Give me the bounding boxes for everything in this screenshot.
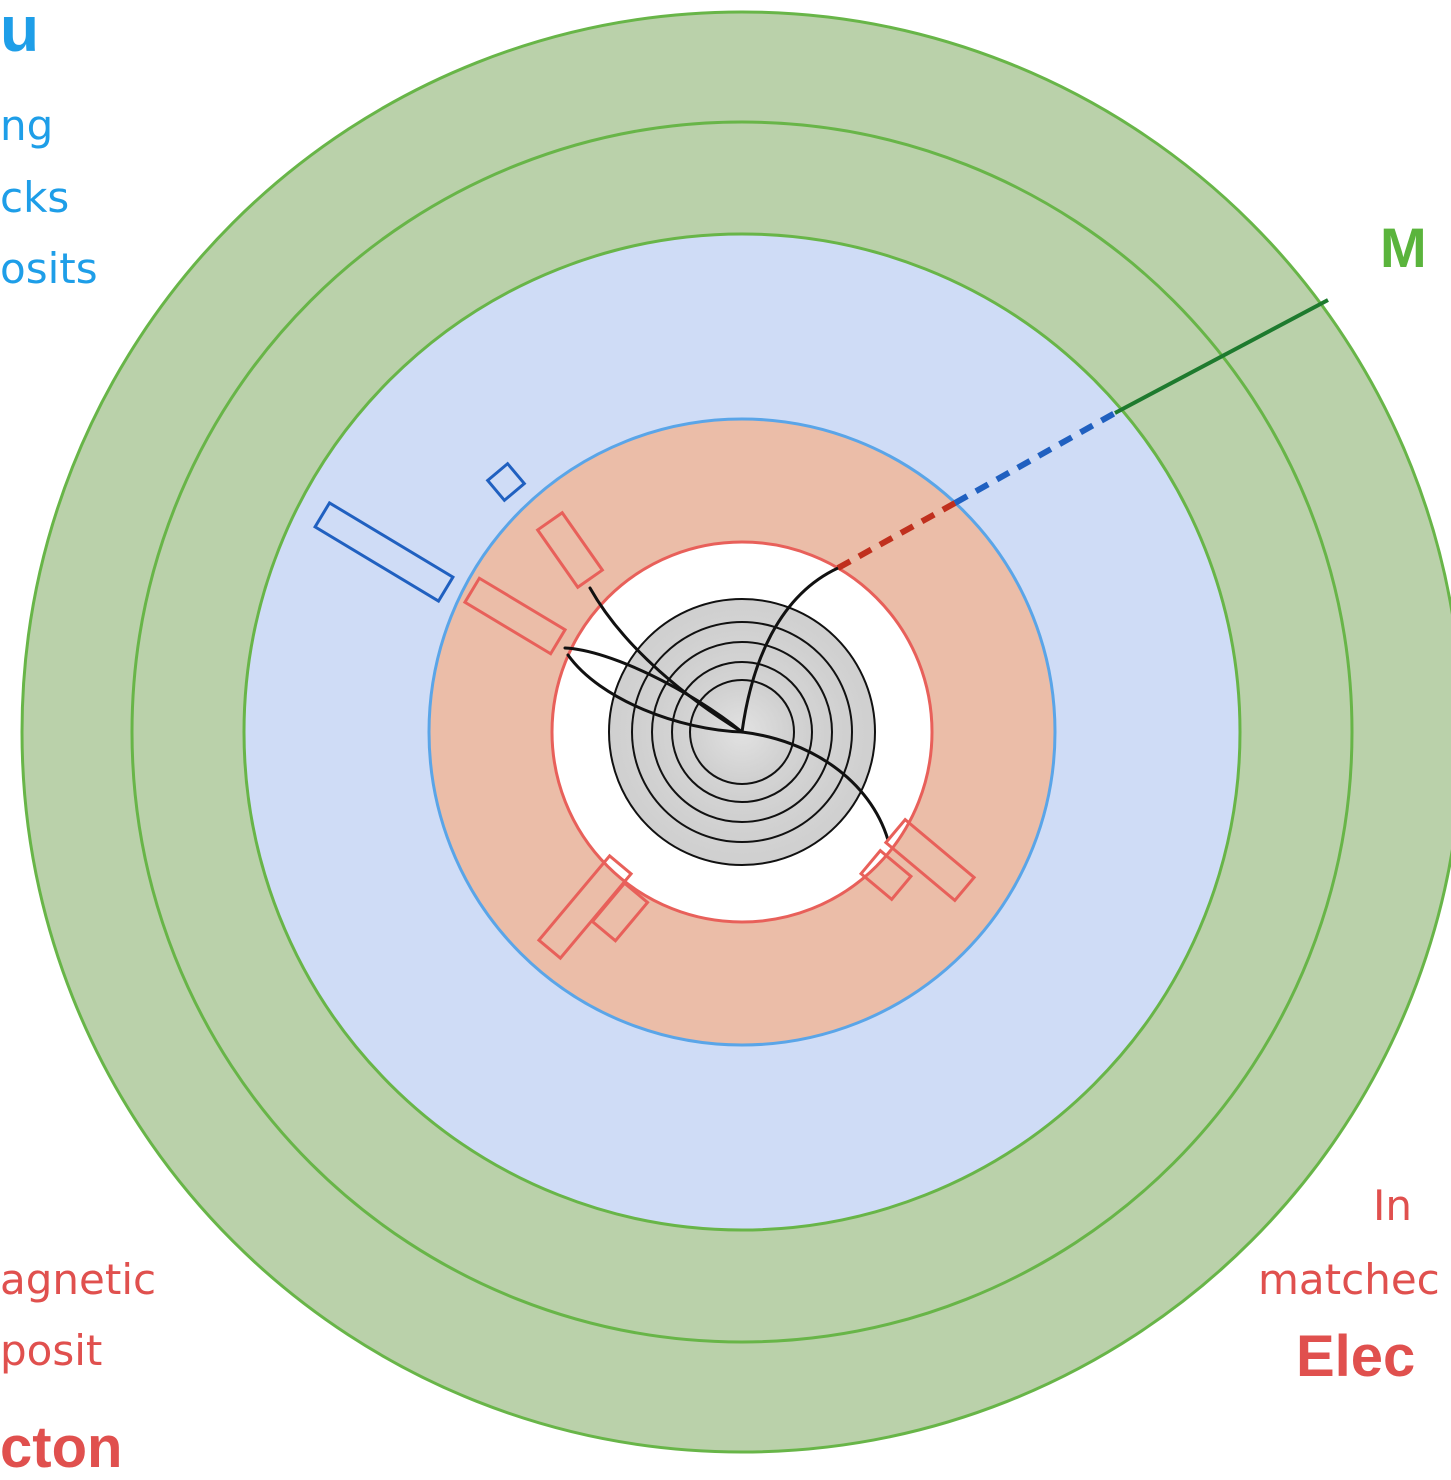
- top-left-heading: u: [0, 0, 40, 65]
- em-deposit-lower-left-b: [590, 881, 650, 943]
- bottom-left-heading: cton: [0, 1415, 123, 1480]
- muon-track-muon-segment: [1114, 298, 1329, 415]
- track-left-a: [563, 646, 744, 734]
- bottom-right-line-2: matchec: [1258, 1255, 1440, 1304]
- hadron-deposit-long: [313, 500, 455, 604]
- em-deposit-upper: [535, 510, 605, 590]
- bottom-right-line-1: In: [1373, 1181, 1413, 1230]
- charged-tracks: [563, 566, 890, 842]
- bottom-right-heading: Elec: [1296, 1324, 1416, 1389]
- hadronic-deposits: [313, 461, 527, 604]
- top-right-heading: M: [1380, 216, 1427, 279]
- top-left-line-1: ng: [0, 101, 54, 150]
- hadron-deposit-small: [485, 461, 527, 503]
- track-muon-inner: [740, 566, 840, 734]
- bottom-left-line-2: posit: [0, 1326, 103, 1375]
- top-left-line-3: osits: [0, 244, 98, 293]
- track-left-b: [566, 653, 744, 734]
- em-deposit-lower-right-a: [883, 817, 977, 903]
- track-upper-left: [588, 586, 744, 734]
- top-left-line-2: cks: [0, 173, 70, 222]
- em-deposit-lower-right-b: [858, 848, 914, 902]
- muon-track-hadronic-segment: [953, 410, 1117, 506]
- em-deposit-left: [462, 576, 568, 656]
- em-deposits: [462, 510, 977, 961]
- bottom-left-line-1: agnetic: [0, 1255, 157, 1304]
- track-lower-right: [740, 730, 890, 842]
